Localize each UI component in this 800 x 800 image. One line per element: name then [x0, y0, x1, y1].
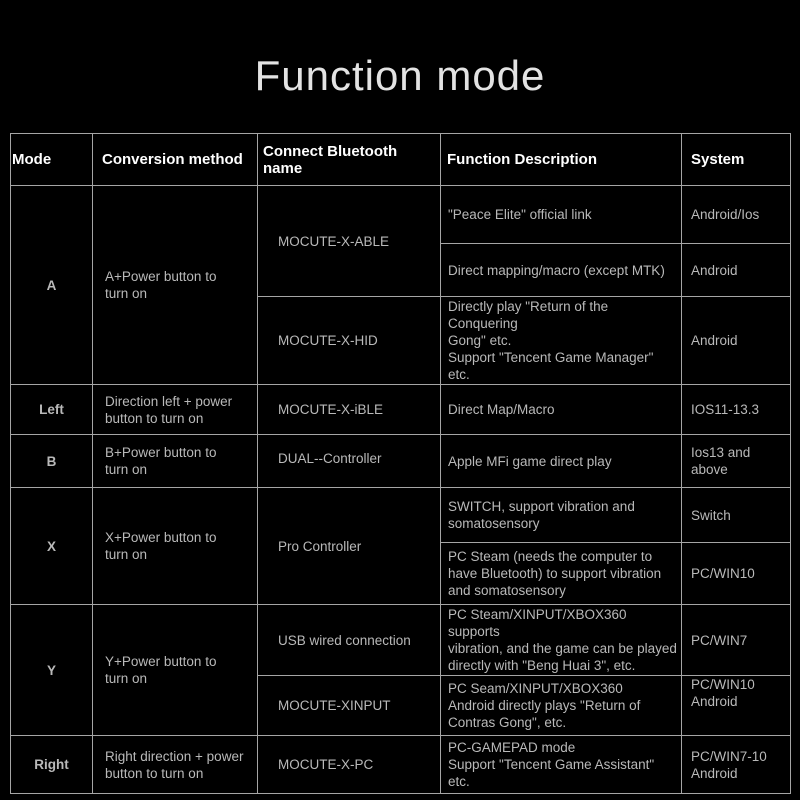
bluetooth-name-cell: USB wired connection	[257, 604, 441, 676]
header-function-description: Function Description	[440, 133, 682, 186]
conversion-cell-y: Y+Power button to turn on	[92, 604, 258, 736]
table-row: A A+Power button to turn on MOCUTE-X-ABL…	[10, 185, 791, 385]
mode-cell-x: X	[10, 487, 93, 605]
function-desc-cell: Direct mapping/macro (except MTK)	[440, 243, 682, 297]
conversion-cell-b: B+Power button to turn on	[92, 434, 258, 488]
system-cell: Android/Ios	[681, 185, 791, 244]
function-desc-cell: PC-GAMEPAD mode Support "Tencent Game As…	[440, 735, 682, 794]
mode-cell-b: B	[10, 434, 93, 488]
table-row: Left Direction left + power button to tu…	[10, 384, 791, 435]
header-conversion-method: Conversion method	[92, 133, 258, 186]
table-row: Right Right direction + power button to …	[10, 735, 791, 794]
mode-cell-y: Y	[10, 604, 93, 736]
conversion-cell-x: X+Power button to turn on	[92, 487, 258, 605]
system-cell: IOS11-13.3	[681, 384, 791, 435]
table-row: B B+Power button to turn on DUAL--Contro…	[10, 434, 791, 488]
header-system: System	[681, 133, 791, 186]
system-cell: Ios13 and above	[681, 434, 791, 488]
table-row: X X+Power button to turn on Pro Controll…	[10, 487, 791, 605]
page-title: Function mode	[254, 52, 546, 99]
bluetooth-name-cell: MOCUTE-XINPUT	[257, 675, 441, 736]
function-desc-cell: Apple MFi game direct play	[440, 434, 682, 488]
system-cell: PC/WIN7-10 Android	[681, 735, 791, 794]
bluetooth-name-cell: MOCUTE-X-HID	[257, 296, 441, 385]
function-desc-cell: "Peace Elite" official link	[440, 185, 682, 244]
header-mode: Mode	[10, 133, 93, 186]
function-desc-cell: Directly play "Return of the Conquering …	[440, 296, 682, 385]
conversion-cell-a: A+Power button to turn on	[92, 185, 258, 385]
function-desc-cell: PC Seam/XINPUT/XBOX360 Android directly …	[440, 675, 682, 736]
bluetooth-name-cell: MOCUTE-X-iBLE	[257, 384, 441, 435]
bluetooth-name-cell: MOCUTE-X-ABLE	[257, 185, 441, 297]
mode-cell-right: Right	[10, 735, 93, 794]
system-cell: PC/WIN7	[681, 604, 791, 676]
table-row: MOCUTE-XINPUT PC Seam/XINPUT/XBOX360 And…	[11, 675, 791, 736]
table-row: PC Steam (needs the computer to have Blu…	[11, 542, 791, 605]
function-mode-table: Mode Conversion method Connect Bluetooth…	[10, 133, 791, 794]
conversion-cell-left: Direction left + power button to turn on	[92, 384, 258, 435]
system-cell: PC/WIN10 Android	[681, 675, 791, 736]
system-cell-overlapping-text: PC/WIN10 Android	[691, 676, 755, 709]
function-desc-cell: PC Steam/XINPUT/XBOX360 supports vibrati…	[440, 604, 682, 676]
mode-cell-left: Left	[10, 384, 93, 435]
bluetooth-name-cell: Pro Controller	[257, 487, 441, 605]
system-cell: Switch	[681, 487, 791, 543]
function-desc-cell: PC Steam (needs the computer to have Blu…	[440, 542, 682, 605]
bluetooth-name-cell: MOCUTE-X-PC	[257, 735, 441, 794]
bluetooth-name-cell: DUAL--Controller	[257, 434, 441, 488]
header-connect-bluetooth-name: Connect Bluetooth name	[257, 133, 441, 186]
function-desc-cell: SWITCH, support vibration and somatosens…	[440, 487, 682, 543]
system-cell: PC/WIN10	[681, 542, 791, 605]
table-row: MOCUTE-X-HID Directly play "Return of th…	[11, 296, 791, 385]
function-desc-cell: Direct Map/Macro	[440, 384, 682, 435]
conversion-cell-right: Right direction + power button to turn o…	[92, 735, 258, 794]
system-cell: Android	[681, 296, 791, 385]
table-row: Y Y+Power button to turn on USB wired co…	[10, 604, 791, 736]
header-row: Mode Conversion method Connect Bluetooth…	[10, 133, 791, 186]
table-row: Direct mapping/macro (except MTK) Androi…	[11, 243, 791, 297]
system-cell: Android	[681, 243, 791, 297]
mode-cell-a: A	[10, 185, 93, 385]
